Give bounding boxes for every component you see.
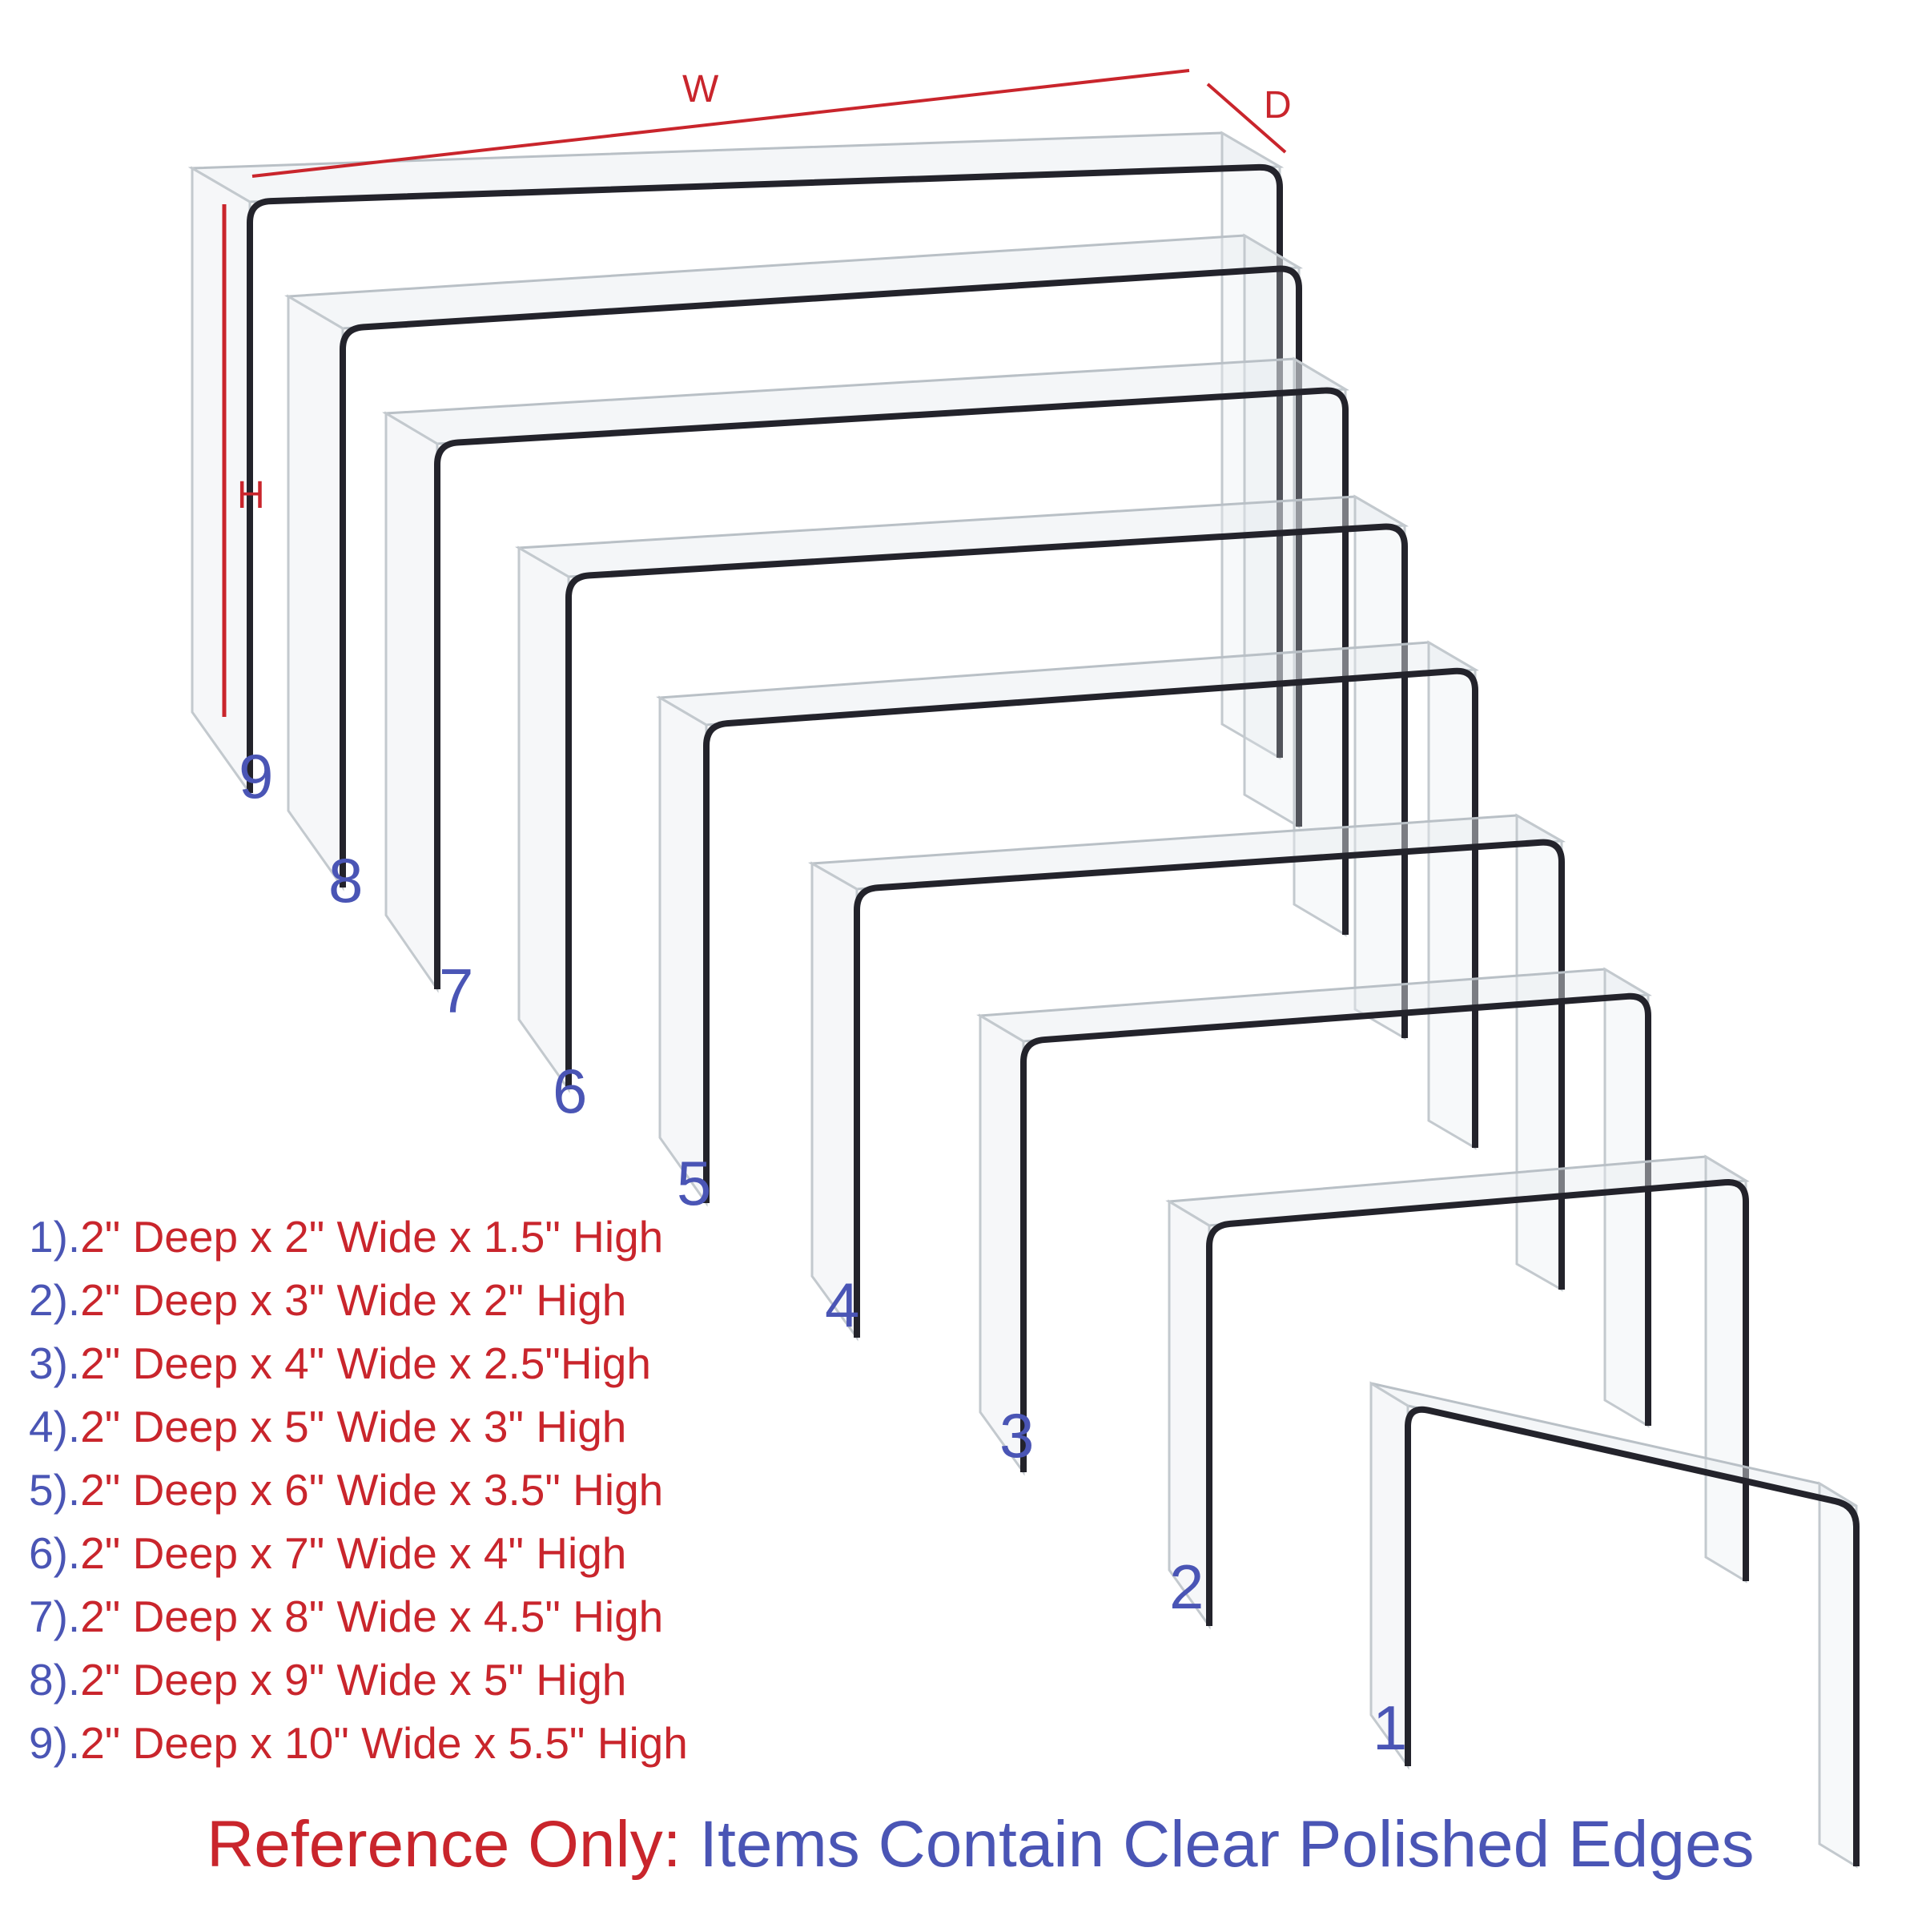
riser-right-leg: [1427, 640, 1477, 1150]
spec-number: 2).: [29, 1275, 81, 1325]
riser-front-edge: [1020, 992, 1651, 1472]
riser-number-7: 7: [439, 956, 474, 1026]
riser-right-leg: [1515, 813, 1563, 1292]
riser-number-1: 1: [1373, 1693, 1408, 1763]
spec-text: 2" Deep x 10" Wide x 5.5" High: [80, 1718, 688, 1768]
width-label: W: [682, 68, 719, 111]
riser-front-edge: [340, 265, 1302, 888]
riser-top-surface: [382, 357, 1349, 445]
riser-5: [656, 640, 1479, 1207]
riser-left-leg: [287, 294, 344, 892]
riser-number-3: 3: [999, 1400, 1035, 1471]
riser-front-edge: [434, 387, 1349, 989]
depth-label: D: [1264, 84, 1292, 127]
caption-text: Items Contain Clear Polished Edges: [699, 1808, 1755, 1881]
spec-item: 8).2" Deep x 9" Wide x 5" High: [29, 1648, 688, 1712]
riser-front-edge: [247, 163, 1283, 793]
riser-6: [514, 494, 1409, 1093]
spec-text: 2" Deep x 9" Wide x 5" High: [80, 1655, 627, 1705]
spec-item: 6).2" Deep x 7" Wide x 4" High: [29, 1522, 688, 1585]
riser-right-leg: [1603, 967, 1650, 1428]
spec-number: 7).: [29, 1592, 81, 1641]
spec-number: 6).: [29, 1528, 81, 1578]
dimension-lines: [222, 69, 1287, 717]
riser-left-leg: [384, 411, 439, 993]
riser-left-leg: [517, 545, 570, 1093]
riser-left-leg: [810, 861, 858, 1342]
size-spec-list: 1).2" Deep x 2" Wide x 1.5" High 2).2" D…: [29, 1205, 688, 1775]
spec-text: 2" Deep x 4" Wide x 2.5"High: [80, 1338, 651, 1388]
spec-number: 9).: [29, 1718, 81, 1768]
riser-front-edge: [565, 523, 1408, 1089]
riser-number-6: 6: [553, 1056, 588, 1126]
spec-item: 1).2" Deep x 2" Wide x 1.5" High: [29, 1205, 688, 1269]
riser-front-edge: [854, 839, 1565, 1338]
spec-item: 5).2" Deep x 6" Wide x 3.5" High: [29, 1459, 688, 1522]
riser-7: [382, 356, 1349, 993]
spec-item: 7).2" Deep x 8" Wide x 4.5" High: [29, 1585, 688, 1648]
spec-number: 3).: [29, 1338, 81, 1388]
spec-item: 3).2" Deep x 4" Wide x 2.5"High: [29, 1332, 688, 1395]
spec-text: 2" Deep x 3" Wide x 2" High: [80, 1275, 627, 1325]
depth-dimension-line: [1206, 83, 1287, 154]
riser-9: [187, 131, 1285, 797]
spec-text: 2" Deep x 6" Wide x 3.5" High: [80, 1465, 664, 1515]
spec-item: 4).2" Deep x 5" Wide x 3" High: [29, 1395, 688, 1459]
spec-item: 9).2" Deep x 10" Wide x 5.5" High: [29, 1712, 688, 1775]
riser-top-surface: [656, 641, 1479, 727]
riser-left-leg: [658, 695, 708, 1207]
riser-right-leg: [1704, 1154, 1747, 1584]
reference-caption: Reference Only: Items Contain Clear Poli…: [207, 1812, 1755, 1878]
riser-1: [1369, 1381, 1860, 1869]
riser-front-edge: [1206, 1179, 1749, 1626]
spec-text: 2" Deep x 5" Wide x 3" High: [80, 1402, 627, 1451]
spec-number: 5).: [29, 1465, 81, 1515]
spec-text: 2" Deep x 8" Wide x 4.5" High: [80, 1592, 664, 1641]
riser-3: [976, 967, 1652, 1476]
riser-number-5: 5: [677, 1148, 712, 1218]
riser-number-8: 8: [328, 845, 364, 916]
riser-top-surface: [187, 131, 1285, 203]
riser-front-edge: [703, 667, 1478, 1203]
riser-number-4: 4: [825, 1270, 860, 1340]
riser-front-edge: [1405, 1406, 1860, 1866]
spec-number: 4).: [29, 1402, 81, 1451]
spec-item: 2).2" Deep x 3" Wide x 2" High: [29, 1269, 688, 1332]
acrylic-risers-group: [187, 131, 1860, 1869]
spec-number: 1).: [29, 1212, 81, 1262]
spec-number: 8).: [29, 1655, 81, 1705]
riser-number-9: 9: [239, 741, 274, 811]
spec-text: 2" Deep x 7" Wide x 4" High: [80, 1528, 627, 1578]
riser-top-surface: [284, 234, 1303, 330]
riser-right-leg: [1818, 1481, 1858, 1869]
height-label: H: [237, 474, 265, 517]
riser-right-leg: [1353, 494, 1406, 1040]
width-dimension-line: [251, 69, 1190, 178]
spec-text: 2" Deep x 2" Wide x 1.5" High: [80, 1212, 664, 1262]
caption-prefix: Reference Only:: [207, 1808, 682, 1881]
riser-number-2: 2: [1169, 1552, 1204, 1622]
riser-2: [1165, 1154, 1750, 1630]
